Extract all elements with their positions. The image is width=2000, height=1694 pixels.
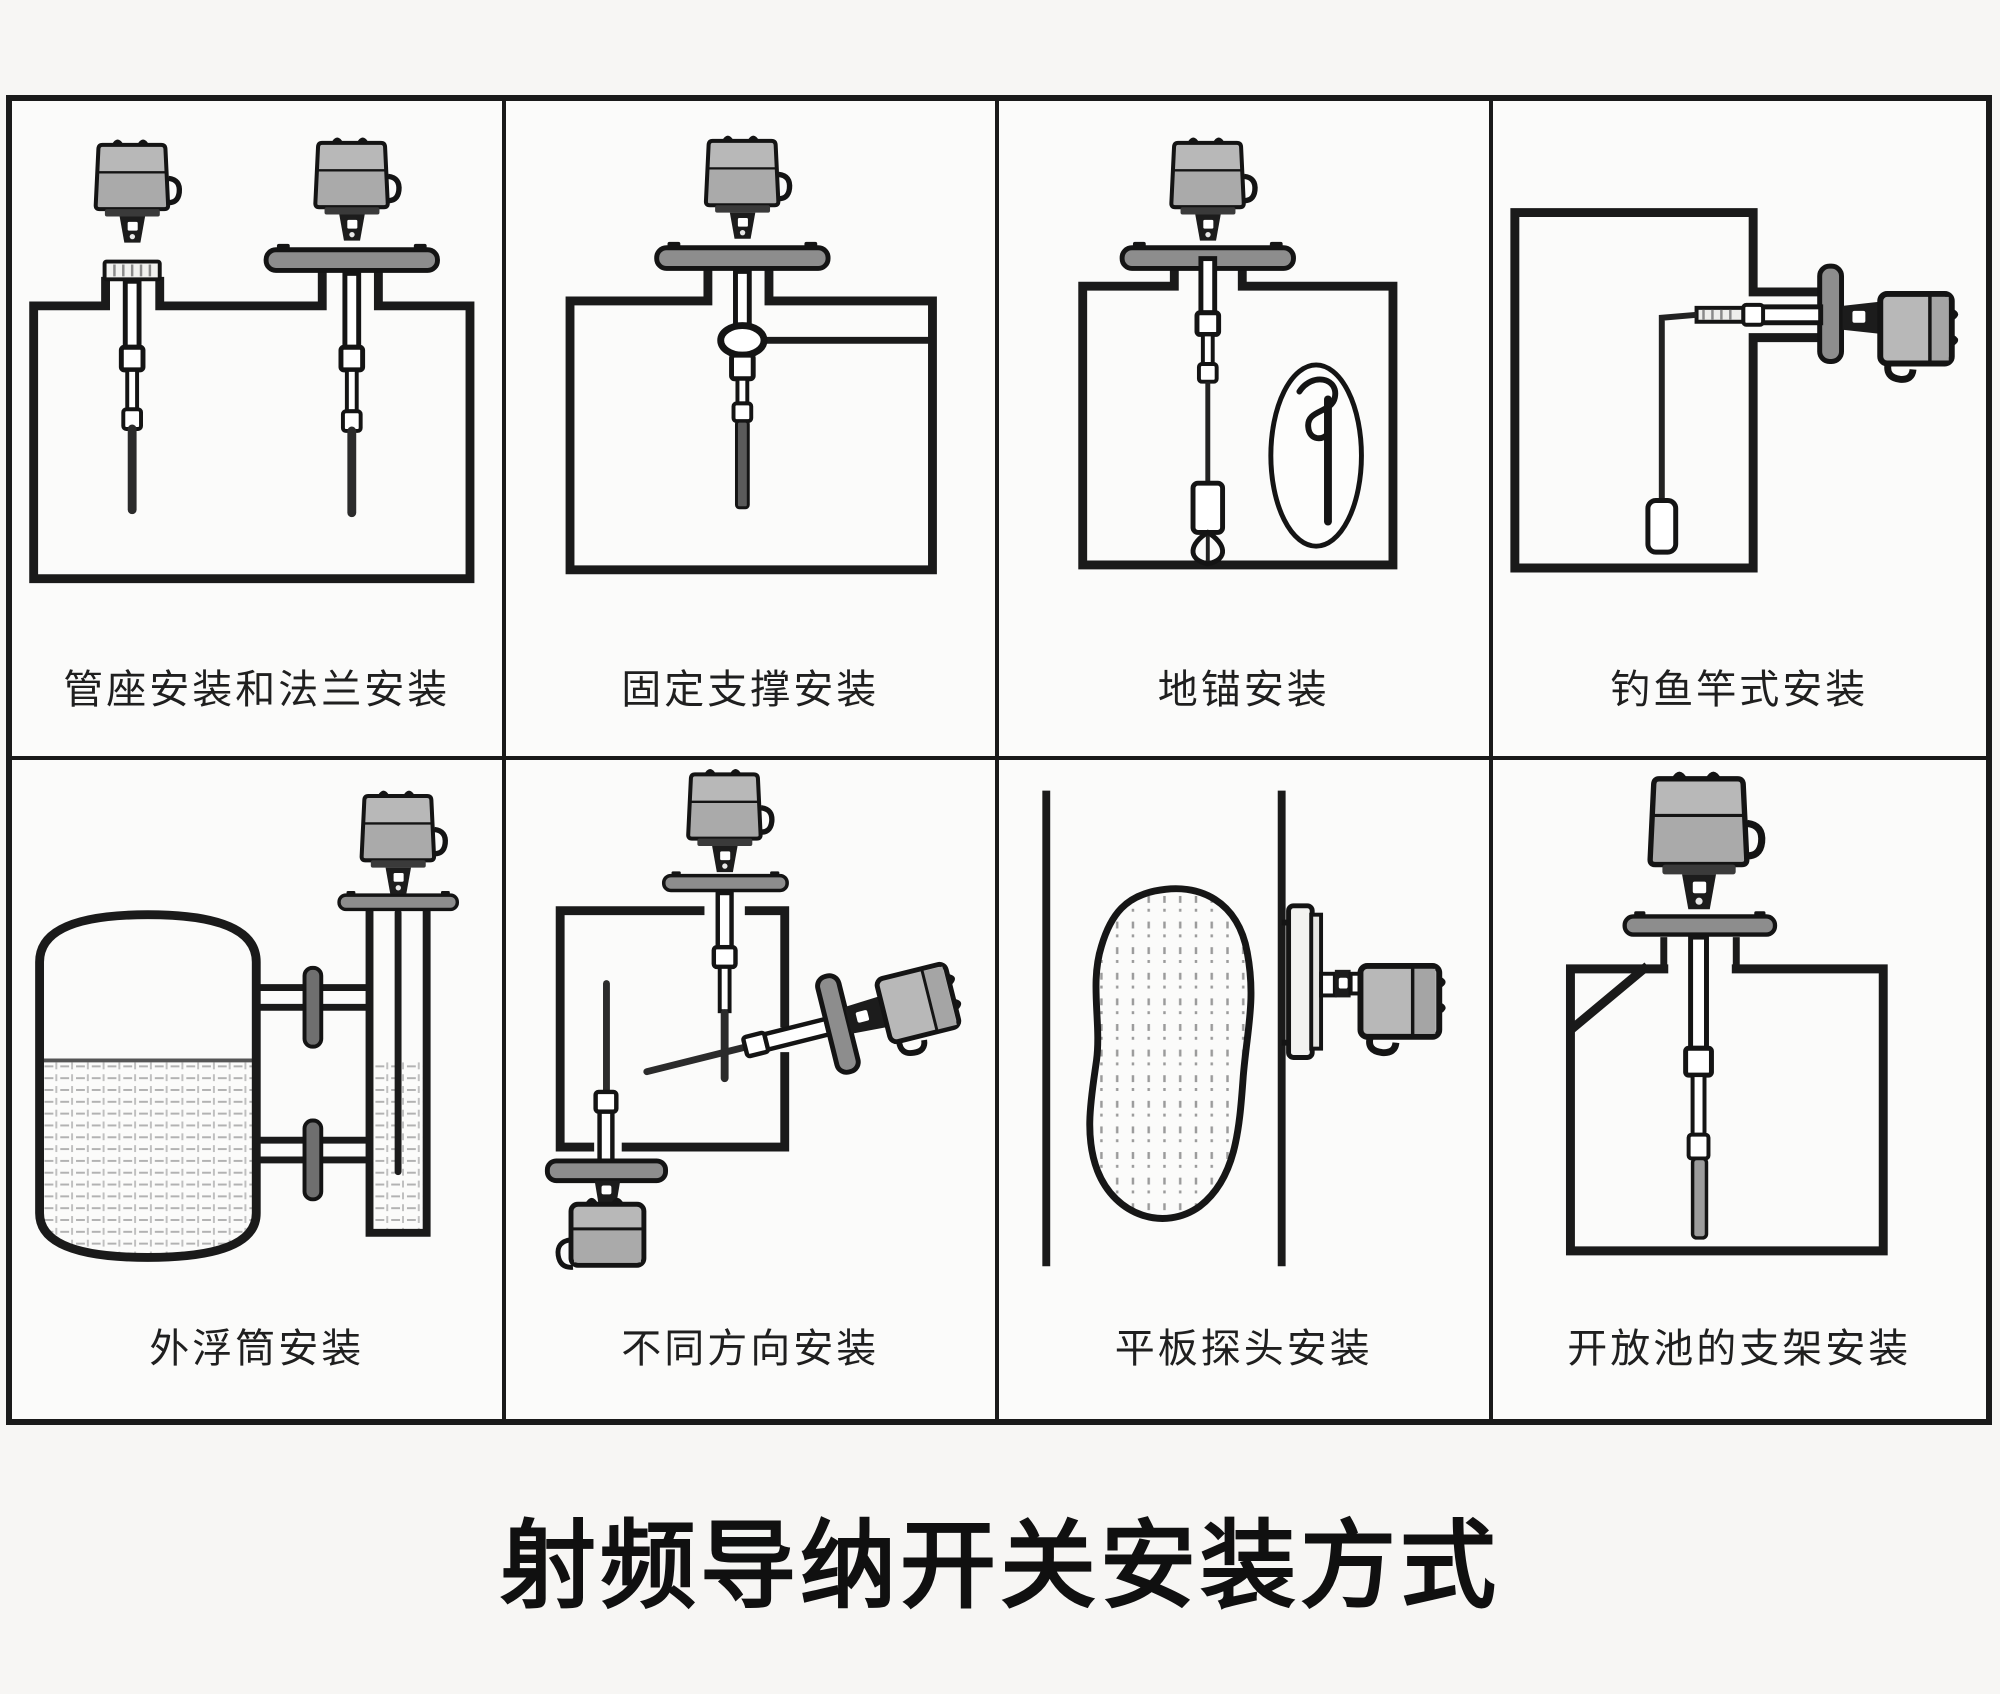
flat-plate-probe (1281, 903, 1324, 1060)
tank-outline (1509, 208, 1825, 573)
bin-walls (1042, 790, 1286, 1267)
sensor-unit (337, 791, 460, 912)
page-title: 射频导纳开关安装方式 (500, 1513, 1500, 1620)
bracket-legs (1659, 937, 1740, 969)
panel-caption: 钓鱼竿式安装 (1610, 667, 1869, 713)
knot-detail-inset (1268, 362, 1364, 549)
panel-caption: 平板探头安装 (1114, 1326, 1373, 1372)
pool-outline (1565, 962, 1888, 1256)
float-chamber (365, 900, 431, 1237)
connecting-pipes (256, 965, 370, 1202)
panel-caption: 不同方向安装 (621, 1326, 880, 1372)
panel-external-float-chamber: 外浮筒安装 (12, 760, 506, 1419)
panel-fixed-support: 固定支撑安装 (505, 101, 999, 760)
diagram-fixed-support (565, 101, 937, 575)
diagram-fishing-rod (1509, 208, 1958, 573)
panel-fishing-rod: 钓鱼竿式安装 (1492, 101, 1986, 760)
sensor-unit (1624, 772, 1774, 1240)
panel-caption: 固定支撑安装 (621, 667, 880, 713)
panel-caption: 地锚安装 (1157, 667, 1330, 713)
sensor-unit-threaded (96, 140, 180, 515)
sensor-unit-diagonal (642, 961, 961, 1076)
sensor-unit-flanged (266, 138, 437, 518)
diagram-open-pool-bracket (1565, 760, 1888, 1256)
material-blob (1086, 885, 1255, 1222)
panel-open-pool-bracket: 开放池的支架安装 (1492, 760, 1986, 1419)
tank-outline (565, 257, 937, 575)
probe-lower (728, 352, 756, 510)
diagram-ground-anchor (1078, 101, 1398, 570)
panel-different-directions: 不同方向安装 (505, 760, 999, 1419)
sensor-unit (1122, 138, 1293, 484)
panel-ground-anchor: 地锚安装 (999, 101, 1493, 760)
tank-outline (29, 265, 475, 584)
sensor-unit-top (661, 769, 789, 1083)
tank-outline (1078, 257, 1398, 570)
sensor-unit-horizontal (1319, 962, 1446, 1057)
rod-and-cable (1644, 302, 1823, 555)
vessel (35, 910, 261, 1262)
panel-caption: 开放池的支架安装 (1567, 1326, 1912, 1372)
diagram-different-directions (544, 760, 961, 1270)
tank-outline (555, 906, 789, 1152)
panel-caption: 管座安装和法兰安装 (63, 667, 451, 713)
sensor-unit-horizontal (1816, 263, 1958, 383)
sensor-unit-bottom (544, 980, 668, 1270)
anchor-weight (1190, 480, 1226, 567)
diagram-pipe-seat-and-flange (29, 101, 475, 584)
panel-flat-plate-probe: 平板探头安装 (999, 760, 1493, 1419)
diagram-flat-plate-probe (1042, 790, 1446, 1267)
diagram-external-float-chamber (35, 760, 460, 1262)
support-bracket (716, 322, 932, 359)
panel-pipe-seat-and-flange: 管座安装和法兰安装 (12, 101, 506, 760)
diagram-grid: 管座安装和法兰安装 (6, 95, 1992, 1425)
panel-caption: 外浮筒安装 (149, 1326, 365, 1372)
